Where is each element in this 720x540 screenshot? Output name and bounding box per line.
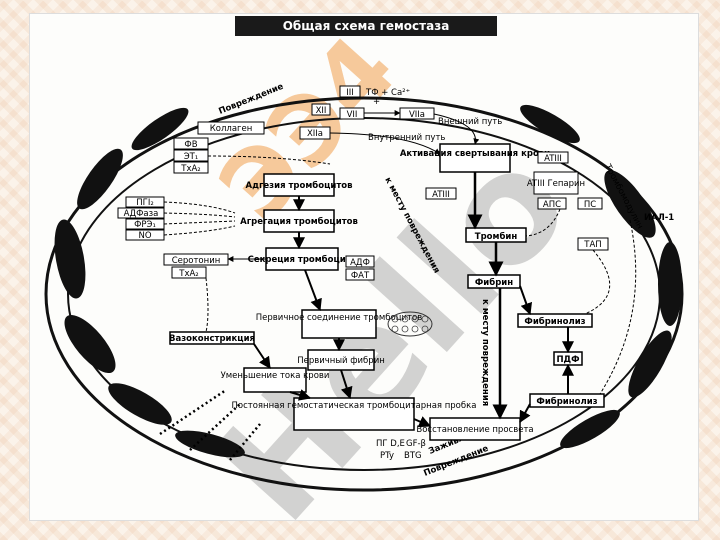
vasoconstriction-box xyxy=(169,331,255,345)
pg-de-label: ПГ D,E xyxy=(376,439,405,449)
collagen-box xyxy=(197,121,265,135)
primary-fibrin-label: Первичный фибрин xyxy=(297,356,385,366)
et1-label: ЭТ₁ xyxy=(184,152,199,162)
pgi2-label: ПГI₂ xyxy=(136,198,154,208)
external-path-label: Внешний путь xyxy=(438,117,502,127)
activation-label: Активация свертывания крови xyxy=(400,149,550,159)
tf-ca-label: ТФ + Са²⁺ xyxy=(365,88,410,98)
collagen-label: Коллаген xyxy=(210,124,253,134)
serotonin-label: Серотонин xyxy=(172,256,221,266)
primary-connection-label: Первичное соединение тромбоцитов xyxy=(256,313,422,323)
adphase-label: АДФаза xyxy=(124,209,159,219)
permanent-plug-label: Постоянная гемостатическая тромбоцитарна… xyxy=(232,401,477,411)
fat-label: ФАТ xyxy=(351,271,370,281)
pdf-label: ПДФ xyxy=(556,355,579,365)
no-label: NO xyxy=(138,231,151,241)
platelet-cluster xyxy=(387,311,433,337)
aps-label: АПС xyxy=(543,200,561,210)
hemostasis-diagram: Общая схема гемостаза Hello ЭЭ4 Поврежде… xyxy=(44,16,684,520)
factor-xii: XII xyxy=(316,106,327,116)
restoration-box xyxy=(429,417,521,441)
vessel-wall xyxy=(44,96,684,492)
growth-factors: ПГ D,E GF-β PTy ВТG xyxy=(376,439,426,461)
permanent-plug-box xyxy=(293,397,415,431)
reduced-flow-box xyxy=(243,367,307,393)
factor-viia: VIIa xyxy=(409,110,425,120)
fibrinolysis-bottom-label: Фибринолиз xyxy=(536,396,597,407)
fre1-label: ФРЭ₁ xyxy=(134,220,156,230)
vasoconstriction-label: Вазоконстрикция xyxy=(169,334,255,344)
ial1-label: ИАЛ-1 xyxy=(644,213,674,223)
title-bar xyxy=(235,16,497,36)
vtg-label: ВТG xyxy=(404,451,422,461)
aggregation-label: Агрегация тромбоцитов xyxy=(240,216,358,227)
pdgf-label: PTy xyxy=(380,451,394,461)
thrombin-label: Тромбин xyxy=(475,231,518,242)
fibrin-label: Фибрин xyxy=(475,277,513,288)
diagram-title: Общая схема гемостаза xyxy=(283,19,450,33)
gf-b-label: GF-β xyxy=(406,439,426,449)
tap-label: ТАП xyxy=(583,240,601,250)
secretion-label: Секреция тромбоцита xyxy=(248,254,357,265)
primary-connection-box xyxy=(301,309,377,339)
factor-vii: VII xyxy=(347,110,358,120)
adf-label: АДФ xyxy=(350,258,370,268)
fibrinolysis-top-box xyxy=(517,313,593,328)
plus-label: + xyxy=(373,97,380,107)
fibrinolysis-top-label: Фибринолиз xyxy=(524,316,585,327)
reduced-flow-label: Уменьшение тока крови xyxy=(221,371,330,381)
atiii-heparin-label: ATIII Гепарин xyxy=(527,179,585,189)
atiii-left-label: ATIII xyxy=(432,190,450,200)
atiii-right-label: ATIII xyxy=(544,154,562,164)
hemostasis-figure: Общая схема гемостаза Hello ЭЭ4 Поврежде… xyxy=(30,14,698,520)
fv-label: ФВ xyxy=(184,140,197,150)
factor-xiia: XIIa xyxy=(307,129,323,139)
restoration-label: Восстановление просвета xyxy=(416,425,533,435)
to-injury-right-label: к месту повреждения xyxy=(480,299,490,406)
txa2-b-label: TxA₂ xyxy=(178,269,198,279)
txa2-label: TxA₂ xyxy=(180,164,200,174)
ps-label: ПС xyxy=(584,200,596,210)
internal-path-label: Внутренний путь xyxy=(368,133,445,143)
adhesion-label: Адгезия тромбоцитов xyxy=(246,180,353,191)
factor-iii: III xyxy=(346,88,354,98)
